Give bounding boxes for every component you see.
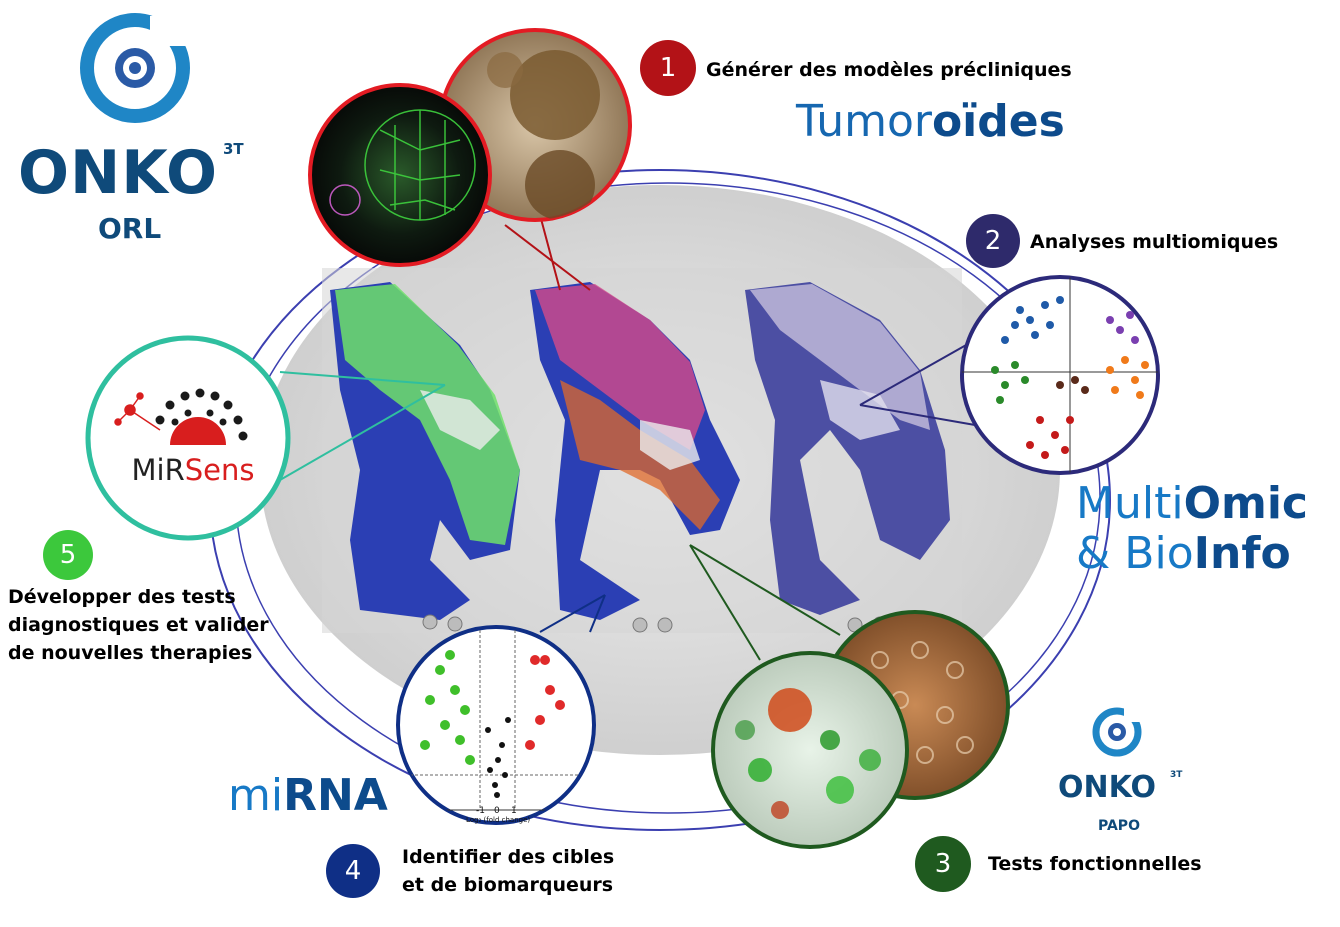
- bioinfo-part-a: & Bio: [1076, 528, 1194, 579]
- bioinfo-label: & BioInfo: [1076, 530, 1291, 578]
- onko-orl-brand: ONKO: [18, 138, 219, 208]
- step-1-badge: 1: [640, 40, 696, 96]
- step-5-badge: 5: [43, 530, 93, 580]
- mirsens-logo-mark: [114, 388, 248, 445]
- bioinfo-part-b: Info: [1193, 528, 1291, 579]
- onko-papo-sub: PAPO: [1098, 818, 1140, 834]
- step-3-text: Tests fonctionnelles: [988, 853, 1202, 875]
- tumoroides-part-a: Tumor: [796, 96, 932, 147]
- mirna-part-b: RNA: [283, 770, 388, 821]
- step-1-text: Générer des modèles précliniques: [706, 59, 1072, 81]
- step-4-line-1: Identifier des cibles: [402, 846, 615, 868]
- tumoroides-part-b: oïdes: [931, 96, 1065, 147]
- onko-papo-brand: ONKO: [1058, 770, 1157, 805]
- step-4-badge: 4: [326, 844, 380, 898]
- tumoroides-label: Tumoroïdes: [796, 98, 1065, 146]
- step-2-text: Analyses multiomiques: [1030, 231, 1279, 253]
- step-5-line-1: Développer des tests: [8, 586, 236, 608]
- volcano-xlabel: Log₂ (fold change): [466, 816, 531, 824]
- step-4-text: Identifier des cibles et de biomarqueurs: [402, 843, 614, 899]
- mirsens-mir: MiR: [131, 453, 185, 487]
- volcano-tick-neg1: -1: [476, 806, 485, 816]
- step-4-line-2: et de biomarqueurs: [402, 874, 614, 896]
- onko-orl-logo-mark: [80, 13, 190, 123]
- onko-orl-logo: ONKO 3T ORL: [18, 138, 263, 245]
- volcano-tick-1: 1: [511, 806, 517, 816]
- multiomic-part-b: Omic: [1183, 478, 1308, 529]
- onko-orl-superscript: 3T: [223, 140, 244, 158]
- step-5-text: Développer des tests diagnostiques et va…: [8, 583, 269, 667]
- mirna-part-a: mi: [228, 770, 284, 821]
- mirsens-wordmark: MiRSens: [113, 453, 273, 487]
- step-5-line-3: de nouvelles therapies: [8, 642, 253, 664]
- multiomic-part-a: Multi: [1076, 478, 1184, 529]
- step-3-badge: 3: [915, 836, 971, 892]
- onko-orl-sub: ORL: [98, 212, 162, 245]
- volcano-tick-0: 0: [494, 806, 500, 816]
- step-5-line-2: diagnostiques et valider: [8, 614, 269, 636]
- step-2-badge: 2: [966, 214, 1020, 268]
- onko-papo-superscript: 3T: [1170, 770, 1183, 780]
- onko-papo-logo: ONKO 3T PAPO: [1058, 770, 1208, 834]
- onko-papo-logo-mark: [1092, 707, 1142, 757]
- mirsens-sens: Sens: [184, 453, 255, 487]
- mirna-label: miRNA: [228, 772, 388, 820]
- multiomic-label: MultiOmic: [1076, 480, 1308, 528]
